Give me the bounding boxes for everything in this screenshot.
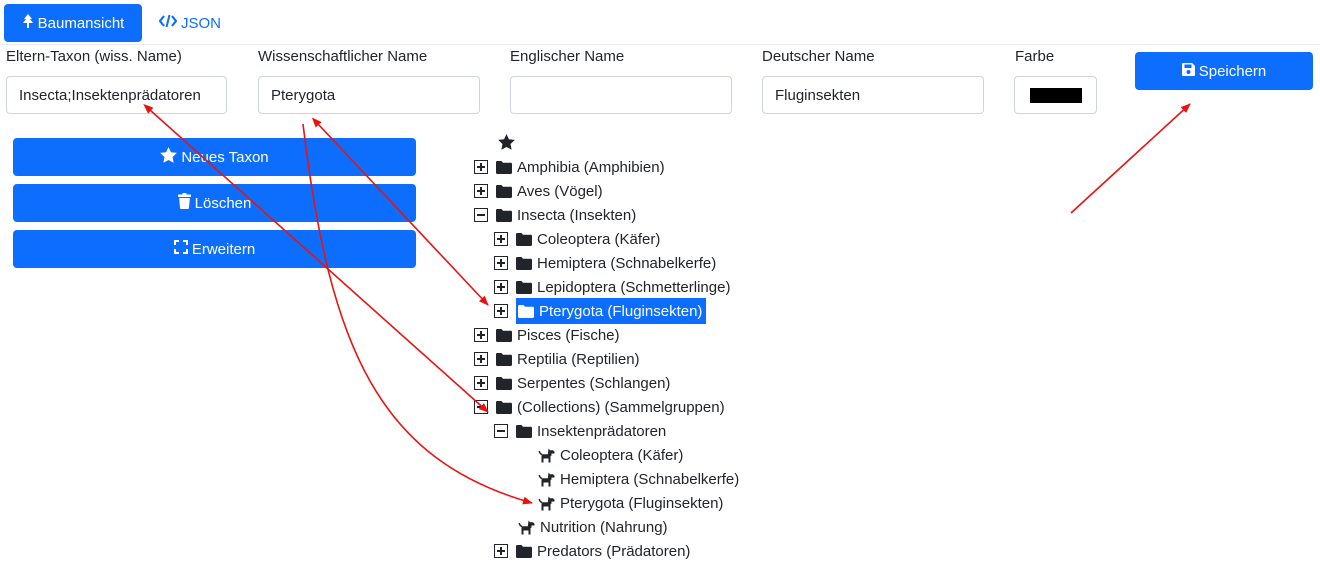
tree-node-reptilia[interactable]: Reptilia (Reptilien) xyxy=(474,347,640,371)
tree-node-hemiptera[interactable]: Hemiptera (Schnabelkerfe) xyxy=(494,251,716,275)
expand-toggle-icon[interactable] xyxy=(474,328,488,342)
dog-icon xyxy=(538,448,555,463)
view-tabs: Baumansicht JSON xyxy=(0,0,1320,45)
tree-node-collections[interactable]: (Collections) (Sammelgruppen) xyxy=(474,395,725,419)
tree-node-link-pterygota[interactable]: Pterygota (Fluginsekten) xyxy=(538,491,723,515)
expand-toggle-icon[interactable] xyxy=(494,280,508,294)
tree-node-pterygota[interactable]: Pterygota (Fluginsekten) xyxy=(494,298,707,324)
tree-node-label: Insektenprädatoren xyxy=(537,422,667,440)
parent-taxon-label: Eltern-Taxon (wiss. Name) xyxy=(6,48,182,65)
trash-icon xyxy=(177,193,195,213)
tree-node-label: Coleoptera (Käfer) xyxy=(560,446,684,464)
collapse-toggle-icon[interactable] xyxy=(474,208,488,222)
dog-icon xyxy=(518,520,535,535)
folder-icon xyxy=(516,232,532,246)
tree-node-predators[interactable]: Predators (Prädatoren) xyxy=(494,539,690,563)
delete-label: Löschen xyxy=(194,194,252,212)
color-swatch xyxy=(1030,88,1082,103)
tree-node-nutrition[interactable]: Nutrition (Nahrung) xyxy=(518,515,668,539)
tab-tree-label: Baumansicht xyxy=(37,14,125,32)
folder-icon xyxy=(496,376,512,390)
tree-node-serpentes[interactable]: Serpentes (Schlangen) xyxy=(474,371,670,395)
folder-icon xyxy=(496,352,512,366)
dog-icon xyxy=(538,472,555,487)
expand-toggle-icon[interactable] xyxy=(474,160,488,174)
english-name-label: Englischer Name xyxy=(510,48,625,65)
tree-node-link-coleoptera[interactable]: Coleoptera (Käfer) xyxy=(538,443,683,467)
tree-node-label: Pterygota (Fluginsekten) xyxy=(560,494,724,512)
tree-node-label: Pisces (Fische) xyxy=(517,326,620,344)
parent-taxon-input[interactable]: Insecta;Insektenprädatoren xyxy=(6,76,227,114)
floppy-disk-icon xyxy=(1181,62,1199,80)
scientific-name-input[interactable]: Pterygota xyxy=(258,76,480,114)
tree-node-amphibia[interactable]: Amphibia (Amphibien) xyxy=(474,155,665,179)
german-name-label: Deutscher Name xyxy=(762,48,875,65)
folder-icon xyxy=(496,208,512,222)
save-button[interactable]: Speichern xyxy=(1135,52,1313,90)
dog-icon xyxy=(538,496,555,511)
collapse-toggle-icon[interactable] xyxy=(474,400,488,414)
german-name-input[interactable]: Fluginsekten xyxy=(762,76,984,114)
tree-node-label: Coleoptera (Käfer) xyxy=(537,230,661,248)
expand-icon xyxy=(173,240,192,258)
new-taxon-button[interactable]: Neues Taxon xyxy=(13,138,416,176)
tab-json-view[interactable]: JSON xyxy=(150,4,230,42)
expand-toggle-icon[interactable] xyxy=(474,376,488,390)
expand-button[interactable]: Erweitern xyxy=(13,230,416,268)
tree-node-coleoptera[interactable]: Coleoptera (Käfer) xyxy=(494,227,660,251)
expand-label: Erweitern xyxy=(191,240,256,258)
expand-toggle-icon[interactable] xyxy=(494,232,508,246)
tree-node-label: Hemiptera (Schnabelkerfe) xyxy=(537,254,717,272)
expand-toggle-icon[interactable] xyxy=(494,304,508,318)
folder-icon xyxy=(516,544,532,558)
new-taxon-label: Neues Taxon xyxy=(181,148,269,166)
tree-node-label: Serpentes (Schlangen) xyxy=(517,374,671,392)
expand-toggle-icon[interactable] xyxy=(494,256,508,270)
tree-node-lepidoptera[interactable]: Lepidoptera (Schmetterlinge) xyxy=(494,275,730,299)
expand-toggle-icon[interactable] xyxy=(494,544,508,558)
tab-json-label: JSON xyxy=(180,14,221,32)
tree-node-label: Reptilia (Reptilien) xyxy=(517,350,640,368)
collapse-toggle-icon[interactable] xyxy=(494,424,508,438)
english-name-input[interactable] xyxy=(510,76,732,114)
tree-node-label: Pterygota (Fluginsekten) xyxy=(539,302,703,320)
save-button-label: Speichern xyxy=(1198,62,1267,80)
tree-node-link-hemiptera[interactable]: Hemiptera (Schnabelkerfe) xyxy=(538,467,739,491)
tree-root-star-icon[interactable] xyxy=(498,134,515,155)
arrow-to-save-button xyxy=(1070,103,1191,214)
folder-icon xyxy=(516,256,532,270)
tab-tree-view[interactable]: Baumansicht xyxy=(4,4,142,42)
color-label: Farbe xyxy=(1015,48,1055,65)
folder-icon xyxy=(496,184,512,198)
expand-toggle-icon[interactable] xyxy=(474,352,488,366)
tree-node-label: Predators (Prädatoren) xyxy=(537,542,691,560)
tree-icon xyxy=(22,14,38,32)
tree-node-label: (Collections) (Sammelgruppen) xyxy=(517,398,725,416)
folder-icon xyxy=(516,280,532,294)
color-picker[interactable] xyxy=(1014,76,1097,114)
tree-node-aves[interactable]: Aves (Vögel) xyxy=(474,179,603,203)
folder-icon xyxy=(496,400,512,414)
delete-button[interactable]: Löschen xyxy=(13,184,416,222)
star-icon xyxy=(160,147,181,167)
tree-node-label: Aves (Vögel) xyxy=(517,182,603,200)
tree-node-insektenpraedatoren[interactable]: Insektenprädatoren xyxy=(494,419,666,443)
expand-toggle-icon[interactable] xyxy=(474,184,488,198)
scientific-name-label: Wissenschaftlicher Name xyxy=(258,48,428,65)
tree-node-pisces[interactable]: Pisces (Fische) xyxy=(474,323,620,347)
code-icon xyxy=(158,14,181,32)
folder-icon xyxy=(516,424,532,438)
tree-node-label: Amphibia (Amphibien) xyxy=(517,158,665,176)
tree-node-label: Hemiptera (Schnabelkerfe) xyxy=(560,470,740,488)
tree-node-label: Nutrition (Nahrung) xyxy=(540,518,668,536)
tree-node-label: Lepidoptera (Schmetterlinge) xyxy=(537,278,731,296)
tree-node-label: Insecta (Insekten) xyxy=(517,206,637,224)
folder-icon xyxy=(496,160,512,174)
folder-icon xyxy=(496,328,512,342)
folder-icon xyxy=(518,304,534,318)
tree-node-insecta[interactable]: Insecta (Insekten) xyxy=(474,203,636,227)
